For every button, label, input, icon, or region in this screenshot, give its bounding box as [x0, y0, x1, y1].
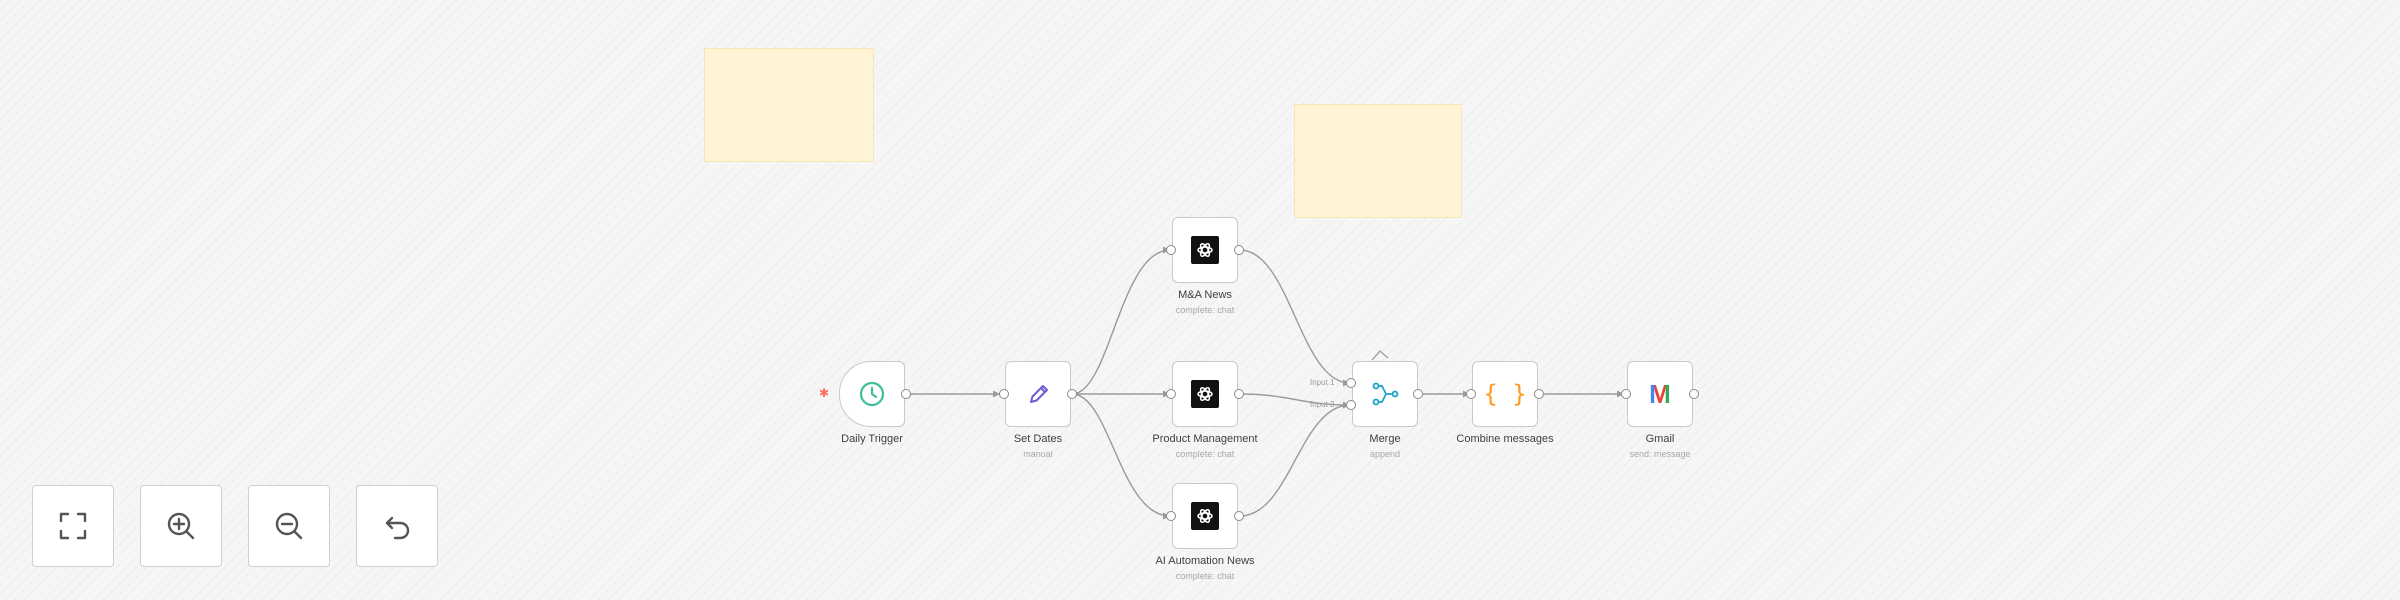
- node-title: M&A News: [1178, 289, 1232, 301]
- merge-input-1-label: Input 1: [1310, 378, 1335, 387]
- node-gmail[interactable]: M: [1627, 361, 1693, 427]
- connection-set-dates-to-ma-news[interactable]: [1071, 249, 1171, 395]
- undo-icon: [385, 516, 410, 540]
- input-port[interactable]: [1166, 511, 1176, 521]
- node-title: Product Management: [1152, 433, 1258, 445]
- node-merge[interactable]: [1352, 361, 1418, 427]
- node-subtitle: send: message: [1629, 449, 1691, 459]
- output-port[interactable]: [1234, 389, 1244, 399]
- node-ma-news[interactable]: [1172, 217, 1238, 283]
- node-ai-automation-news[interactable]: [1172, 483, 1238, 549]
- output-port[interactable]: [901, 389, 911, 399]
- openai-icon: [1191, 502, 1219, 530]
- openai-icon: [1191, 236, 1219, 264]
- node-title: Gmail: [1645, 433, 1675, 445]
- gmail-icon: M: [1649, 379, 1671, 409]
- trigger-bolt-icon: ✱: [819, 386, 830, 400]
- node-subtitle: manual: [1023, 449, 1053, 459]
- connection-product-management-to-merge[interactable]: [1239, 393, 1351, 406]
- zoom-out-button[interactable]: [248, 485, 330, 567]
- merge-input-2-label: Input 2: [1310, 400, 1335, 409]
- output-port[interactable]: [1234, 245, 1244, 255]
- node-title: AI Automation News: [1155, 555, 1255, 567]
- input-port-2[interactable]: [1346, 400, 1356, 410]
- zoom-out-icon: [275, 512, 303, 540]
- zoom-in-button[interactable]: [140, 485, 222, 567]
- reset-zoom-button[interactable]: [356, 485, 438, 567]
- node-title: Merge: [1369, 433, 1401, 445]
- pencil-icon: [1030, 385, 1048, 403]
- node-combine-messages[interactable]: { }: [1472, 361, 1538, 427]
- clock-icon: [859, 381, 885, 407]
- sticky-note[interactable]: [704, 48, 874, 162]
- merge-top-handle: [1371, 350, 1389, 361]
- output-port[interactable]: [1234, 511, 1244, 521]
- output-port[interactable]: [1413, 389, 1423, 399]
- connection-ai-automation-to-merge[interactable]: [1239, 404, 1351, 517]
- node-subtitle: append: [1369, 449, 1401, 459]
- node-subtitle: complete: chat: [1175, 571, 1235, 581]
- node-title: Combine messages: [1456, 433, 1554, 445]
- node-title: Daily Trigger: [841, 433, 903, 445]
- connection-set-dates-to-ai-automation[interactable]: [1071, 393, 1171, 517]
- input-port[interactable]: [1166, 389, 1176, 399]
- output-port[interactable]: [1067, 389, 1077, 399]
- merge-icon: [1372, 382, 1399, 406]
- node-set-dates[interactable]: [1005, 361, 1071, 427]
- zoom-in-icon: [167, 512, 195, 540]
- openai-icon: [1191, 380, 1219, 408]
- input-port[interactable]: [1621, 389, 1631, 399]
- node-product-management[interactable]: [1172, 361, 1238, 427]
- sticky-note[interactable]: [1294, 104, 1462, 218]
- connection-ma-news-to-merge[interactable]: [1239, 249, 1351, 384]
- node-subtitle: complete: chat: [1175, 449, 1235, 459]
- node-subtitle: complete: chat: [1175, 305, 1235, 315]
- output-port[interactable]: [1689, 389, 1699, 399]
- input-port[interactable]: [1466, 389, 1476, 399]
- input-port-1[interactable]: [1346, 378, 1356, 388]
- output-port[interactable]: [1534, 389, 1544, 399]
- fullscreen-icon: [59, 512, 87, 540]
- code-braces-icon: { }: [1483, 380, 1527, 408]
- input-port[interactable]: [999, 389, 1009, 399]
- node-title: Set Dates: [1013, 433, 1063, 445]
- input-port[interactable]: [1166, 245, 1176, 255]
- node-daily-trigger[interactable]: [839, 361, 905, 427]
- fit-to-view-button[interactable]: [32, 485, 114, 567]
